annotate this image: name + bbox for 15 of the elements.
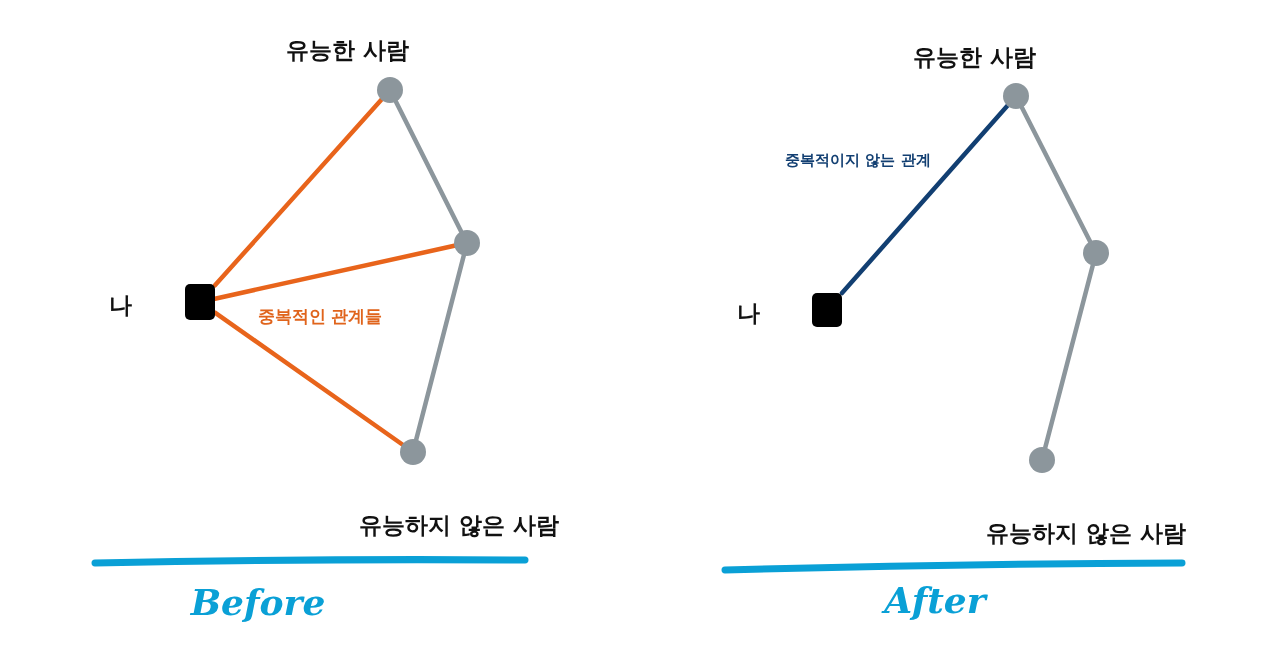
connector-line (839, 103, 1010, 296)
node-label: 유능하지 않은 사람 (359, 510, 559, 540)
caption-text: Before (190, 581, 326, 623)
connector-line (212, 97, 384, 288)
node-label: 유능한 사람 (286, 35, 410, 65)
connector-line (393, 99, 464, 234)
connector-line (1019, 105, 1093, 244)
node-label: 유능하지 않은 사람 (986, 518, 1186, 548)
node-label: 나 (736, 298, 760, 328)
node-label: 나 (108, 290, 132, 320)
edge-label: 중복적이지 않는 관계 (785, 150, 931, 170)
node-label: 유능한 사람 (913, 42, 1037, 72)
connector-line (414, 253, 466, 442)
connector-line (1043, 263, 1095, 450)
annotation-text: 중복적인 관계들 (257, 304, 383, 328)
